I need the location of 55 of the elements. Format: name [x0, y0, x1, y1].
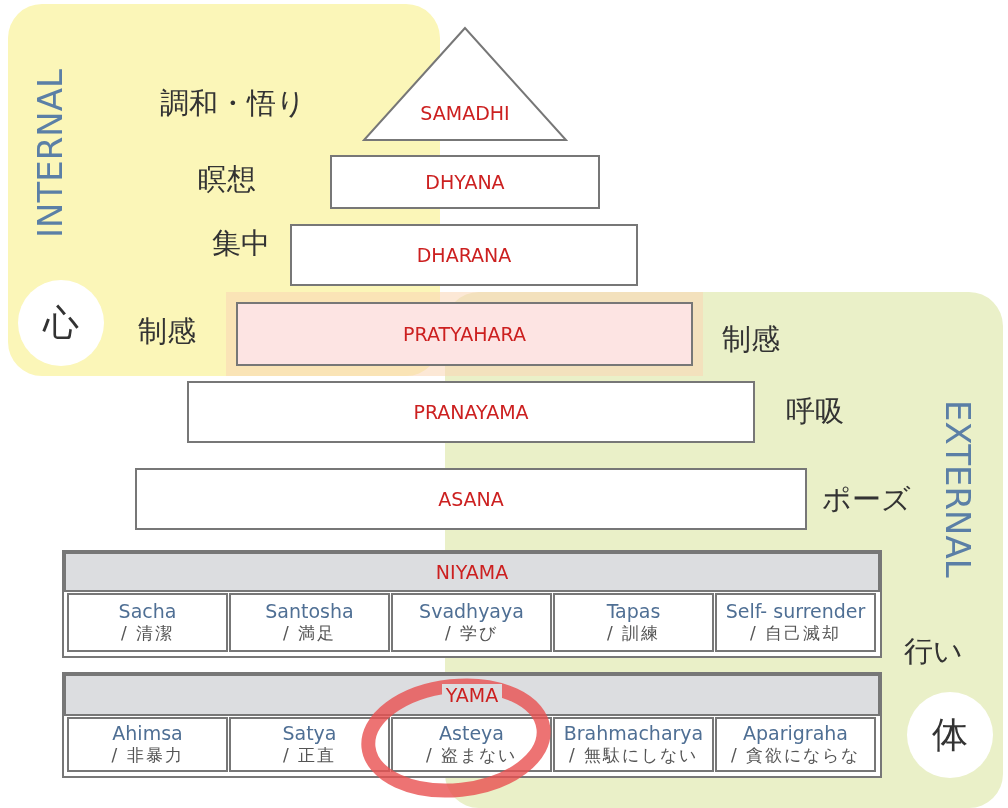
table-cell	[229, 717, 390, 772]
level-label: PRANAYAMA	[413, 401, 529, 423]
table-cell	[391, 593, 552, 652]
translation-label: / 自己滅却	[749, 622, 842, 645]
pyramid-level-bar	[187, 381, 755, 443]
japanese-label: 集中	[212, 225, 270, 262]
japanese-label: 調和・悟り	[160, 85, 306, 122]
region-title: EXTERNAL	[938, 400, 978, 578]
term-label: Tapas	[606, 600, 661, 622]
japanese-label: 制感	[138, 313, 196, 350]
level-label: ASANA	[438, 488, 504, 510]
translation-label: / 無駄にしない	[568, 744, 699, 767]
term-label: Aparigraha	[743, 722, 848, 744]
term-label: Brahmacharya	[563, 722, 704, 744]
term-label: Satya	[282, 722, 337, 744]
japanese-label: 行い	[904, 633, 963, 670]
level-label: SAMADHI	[420, 102, 510, 124]
translation-label: / 盗まない	[425, 744, 518, 767]
translation-label: / 正直	[282, 744, 337, 767]
japanese-label: 瞑想	[198, 161, 256, 198]
practice-table	[62, 550, 882, 658]
term-label: Svadhyaya	[419, 600, 524, 622]
japanese-label: ポーズ	[822, 481, 911, 518]
level-label: DHARANA	[416, 244, 512, 266]
japanese-label: 制感	[722, 321, 780, 358]
term-label: Sacha	[118, 600, 177, 622]
term-label: Ahimsa	[112, 722, 183, 744]
translation-label: / 清潔	[120, 622, 175, 645]
table-cell	[715, 717, 876, 772]
character-label: 心	[43, 300, 79, 345]
practice-table	[62, 672, 882, 778]
translation-label: / 訓練	[606, 622, 661, 645]
level-label: PRATYAHARA	[403, 323, 526, 345]
pyramid-level-bar	[330, 155, 600, 209]
term-label: Self- surrender	[725, 600, 866, 622]
pyramid-level-bar	[290, 224, 638, 286]
term-label: Asteya	[439, 722, 504, 744]
pyramid-level-bar	[135, 468, 807, 530]
translation-label: / 非暴力	[111, 744, 184, 767]
character-label: 体	[932, 712, 968, 757]
region-title: INTERNAL	[30, 69, 70, 238]
table-cell	[67, 717, 228, 772]
table-cell	[229, 593, 390, 652]
table-cell	[67, 593, 228, 652]
translation-label: / 満足	[282, 622, 337, 645]
term-label: Santosha	[265, 600, 354, 622]
level-label: DHYANA	[425, 171, 505, 193]
table-cell	[715, 593, 876, 652]
table-cell	[553, 593, 714, 652]
pyramid-level-bar	[236, 302, 693, 366]
japanese-label: 呼吸	[786, 393, 844, 430]
pyramid-top-triangle	[362, 26, 568, 142]
table-cell	[553, 717, 714, 772]
translation-label: / 貪欲にならな	[730, 744, 861, 767]
translation-label: / 学び	[444, 622, 499, 645]
